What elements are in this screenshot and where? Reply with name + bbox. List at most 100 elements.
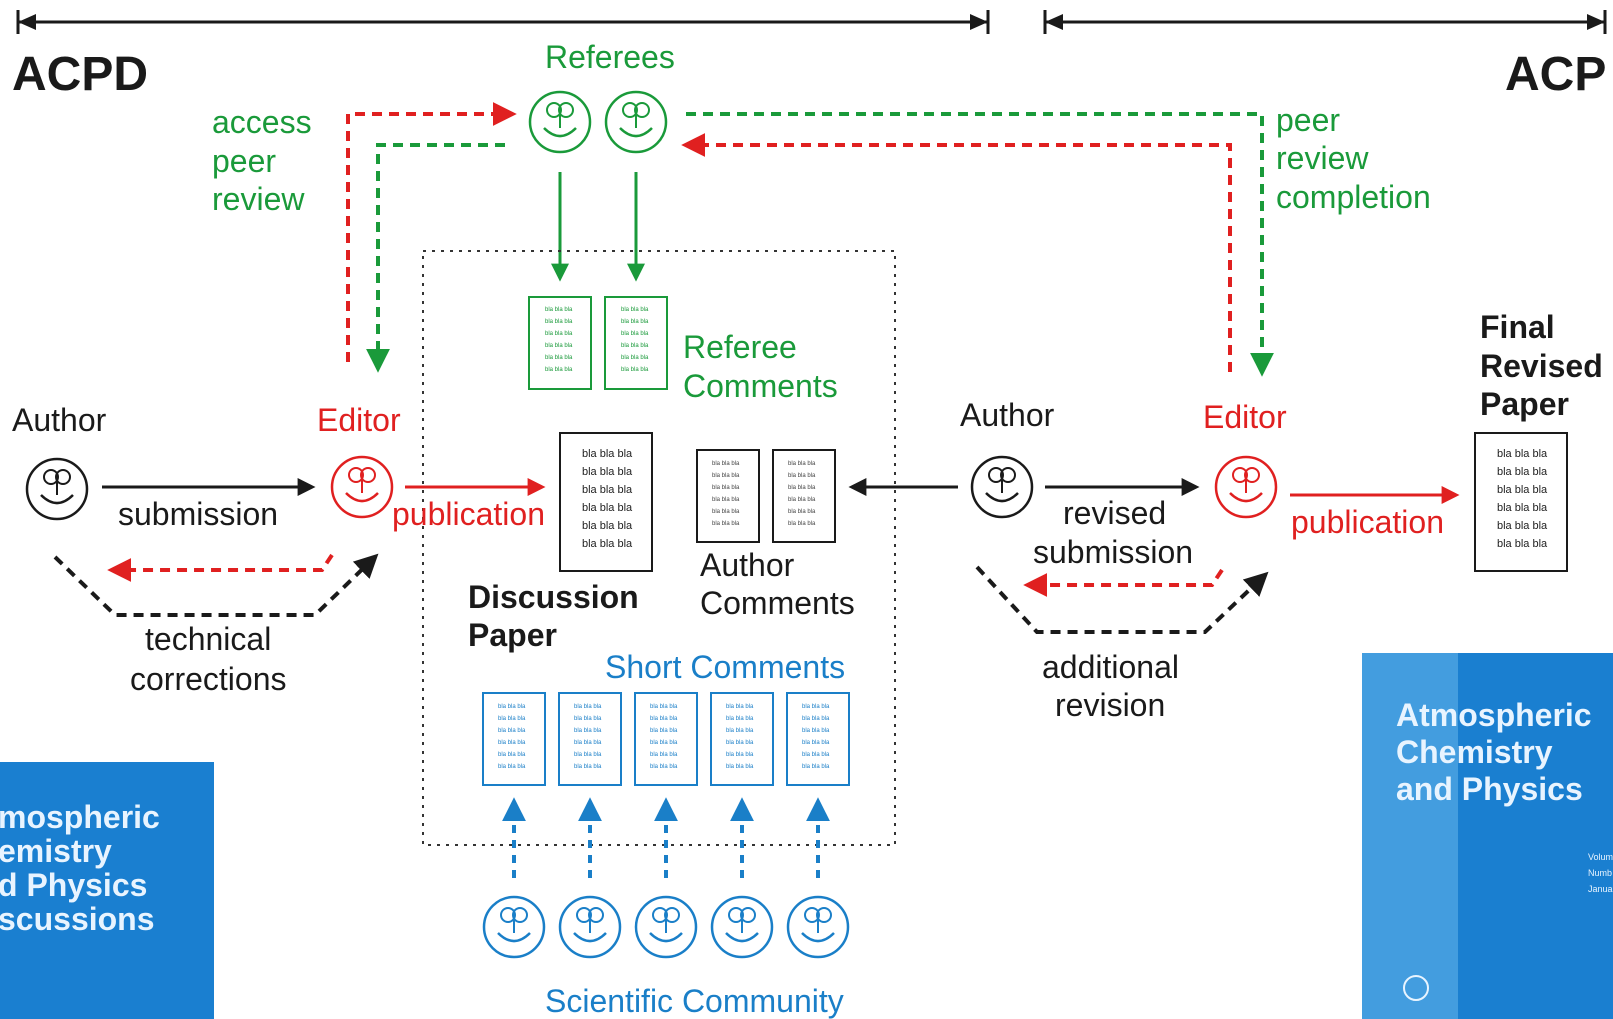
svg-text:bla bla bla: bla bla bla — [574, 716, 602, 722]
short-comments-label: Short Comments — [605, 649, 845, 685]
svg-text:bla bla bla: bla bla bla — [726, 752, 754, 758]
svg-text:bla bla bla: bla bla bla — [498, 704, 526, 710]
short-comment-doc: bla bla bla bla bla bla bla bla bla bla bla… — [482, 692, 546, 786]
referee-1-icon — [528, 90, 592, 154]
discussion-paper-label: Discussion Paper — [468, 579, 639, 653]
discussion-box — [422, 250, 896, 846]
svg-text:Atmospheric: Atmospheric — [1396, 697, 1592, 733]
svg-text:bla bla bla: bla bla bla — [621, 307, 649, 313]
svg-text:bla bla bla: bla bla bla — [621, 319, 649, 325]
svg-text:bla bla bla: bla bla bla — [1497, 502, 1548, 514]
svg-text:bla bla bla: bla bla bla — [802, 740, 830, 746]
additional-revision-loop — [975, 565, 1269, 634]
author-comment-doc: bla bla bla bla bla bla bla bla bla bla … — [696, 449, 760, 543]
short-comment-doc: bla bla bla bla bla bla bla bla bla bla bla… — [558, 692, 622, 786]
short-comment-doc: bla bla bla bla bla bla bla bla bla bla bla… — [710, 692, 774, 786]
svg-text:completion: completion — [1276, 179, 1431, 215]
acp-journal-cover: Atmospheric Chemistry and Physics Volum … — [1362, 653, 1613, 1019]
referee-comments-label: Referee Comments — [683, 329, 838, 404]
svg-text:bla bla bla: bla bla bla — [802, 764, 830, 770]
svg-text:bla bla bla: bla bla bla — [1497, 538, 1548, 550]
svg-text:bla bla bla: bla bla bla — [621, 355, 649, 361]
svg-text:bla bla bla: bla bla bla — [726, 764, 754, 770]
additional-revision-label: additional revision — [1042, 649, 1179, 723]
editor-left-icon — [330, 455, 394, 519]
referees-label: Referees — [545, 39, 675, 75]
submission-label: submission — [118, 496, 278, 532]
svg-text:bla bla bla: bla bla bla — [498, 752, 526, 758]
svg-text:revision: revision — [1055, 687, 1165, 723]
svg-text:bla bla bla: bla bla bla — [621, 343, 649, 349]
scientific-community-label: Scientific Community — [545, 983, 844, 1019]
svg-text:bla bla bla: bla bla bla — [712, 521, 740, 527]
svg-text:bla bla bla: bla bla bla — [574, 764, 602, 770]
svg-text:bla bla bla: bla bla bla — [726, 704, 754, 710]
svg-text:peer: peer — [212, 143, 276, 179]
author-comments-label: Author Comments — [700, 547, 855, 621]
referee-comment-doc: bla bla bla bla bla bla bla bla bla bla … — [604, 296, 668, 390]
publication-left-label: publication — [392, 496, 545, 532]
svg-text:bla bla bla: bla bla bla — [788, 509, 816, 515]
svg-text:scussions: scussions — [0, 901, 155, 937]
svg-text:bla bla bla: bla bla bla — [726, 728, 754, 734]
svg-text:bla bla bla: bla bla bla — [545, 343, 573, 349]
svg-text:bla bla bla: bla bla bla — [802, 728, 830, 734]
acpd-journal-cover: mospheric emistry d Physics scussions — [0, 762, 214, 1019]
svg-text:Volum: Volum — [1588, 852, 1613, 862]
svg-text:bla bla bla: bla bla bla — [802, 752, 830, 758]
svg-text:bla bla bla: bla bla bla — [545, 331, 573, 337]
editor-request-arrow — [681, 133, 1232, 372]
svg-text:bla bla bla: bla bla bla — [574, 704, 602, 710]
svg-text:Author: Author — [700, 547, 795, 583]
technical-corrections-label: technical corrections — [130, 621, 287, 697]
svg-text:Paper: Paper — [468, 617, 557, 653]
referees-to-editor-arrow — [366, 143, 505, 373]
svg-text:Revised: Revised — [1480, 348, 1603, 384]
author-right-icon — [970, 455, 1034, 519]
svg-text:bla bla bla: bla bla bla — [1497, 520, 1548, 532]
author-left-label: Author — [12, 402, 107, 438]
svg-text:bla bla bla: bla bla bla — [650, 740, 678, 746]
author-right-label: Author — [960, 397, 1055, 433]
svg-text:peer: peer — [1276, 102, 1340, 138]
svg-text:bla bla bla: bla bla bla — [802, 704, 830, 710]
svg-text:access: access — [212, 104, 312, 140]
acp-header: ACP — [1505, 48, 1606, 101]
editor-left-label: Editor — [317, 402, 401, 438]
svg-text:bla bla bla: bla bla bla — [582, 466, 633, 478]
svg-text:bla bla bla: bla bla bla — [545, 319, 573, 325]
svg-text:Comments: Comments — [683, 368, 838, 404]
svg-text:bla bla bla: bla bla bla — [582, 538, 633, 550]
svg-text:bla bla bla: bla bla bla — [582, 502, 633, 514]
technical-corrections-loop — [53, 553, 379, 617]
svg-text:bla bla bla: bla bla bla — [712, 461, 740, 467]
svg-text:bla bla bla: bla bla bla — [788, 485, 816, 491]
editor-right-icon — [1214, 455, 1278, 519]
egu-logo-icon — [1403, 975, 1429, 1001]
community-member-icon — [634, 895, 698, 959]
svg-text:submission: submission — [1033, 534, 1193, 570]
svg-text:Chemistry: Chemistry — [1396, 734, 1553, 770]
svg-text:Comments: Comments — [700, 585, 855, 621]
svg-text:bla bla bla: bla bla bla — [498, 716, 526, 722]
svg-text:corrections: corrections — [130, 661, 287, 697]
svg-text:bla bla bla: bla bla bla — [650, 716, 678, 722]
svg-text:bla bla bla: bla bla bla — [498, 764, 526, 770]
svg-text:review: review — [1276, 140, 1369, 176]
svg-text:bla bla bla: bla bla bla — [545, 307, 573, 313]
final-paper-doc: bla bla bla bla bla bla bla bla bla bla … — [1474, 432, 1568, 572]
svg-text:bla bla bla: bla bla bla — [574, 740, 602, 746]
svg-text:Final: Final — [1480, 309, 1555, 345]
svg-text:bla bla bla: bla bla bla — [726, 740, 754, 746]
community-member-icon — [482, 895, 546, 959]
referee-comment-doc: bla bla bla bla bla bla bla bla bla bla … — [528, 296, 592, 390]
svg-text:bla bla bla: bla bla bla — [802, 716, 830, 722]
peer-review-completion-label: peer review completion — [1276, 102, 1431, 215]
additional-revision-return — [1023, 568, 1224, 597]
final-revised-paper-label: Final Revised Paper — [1480, 309, 1603, 422]
referee-2-icon — [604, 90, 668, 154]
short-comment-doc: bla bla bla bla bla bla bla bla bla bla bla… — [786, 692, 850, 786]
acpd-header: ACPD — [12, 48, 148, 101]
svg-text:Numb: Numb — [1588, 868, 1612, 878]
acpd-timeline — [16, 10, 990, 34]
